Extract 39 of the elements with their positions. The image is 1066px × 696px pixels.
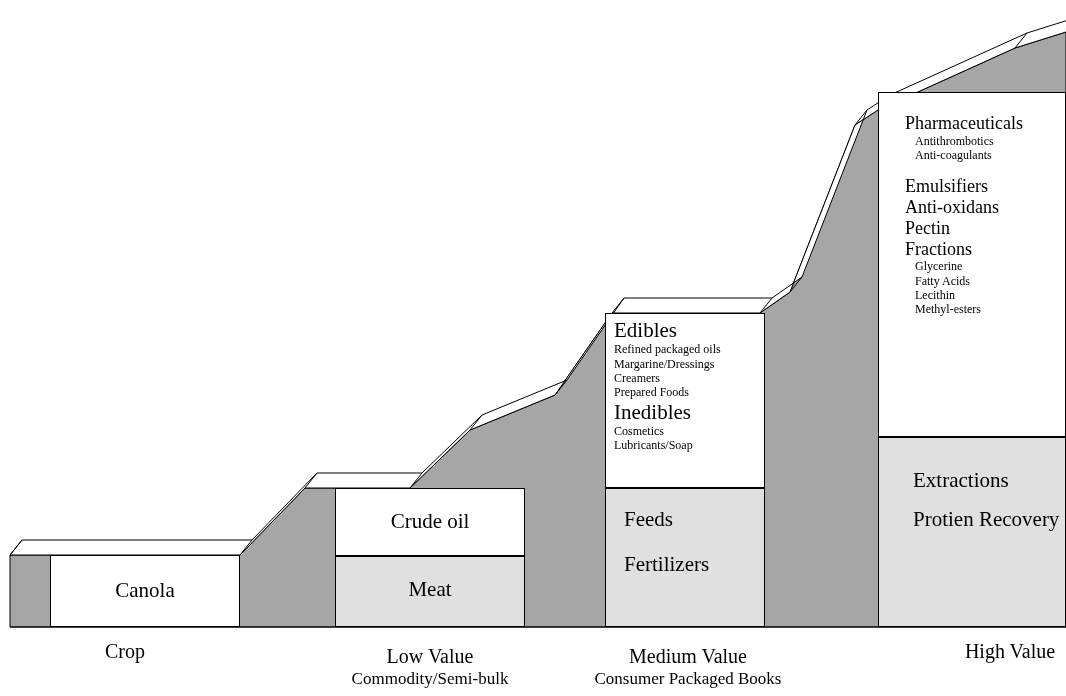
product-item: Lecithin (915, 288, 955, 303)
product-item: Margarine/Dressings (614, 356, 715, 371)
product-label: Extractions (913, 468, 1009, 494)
category-heading: Anti-oxidans (905, 197, 999, 218)
product-label: Protien Recovery (913, 507, 1060, 533)
category-heading: Inedibles (614, 399, 691, 424)
product-label: Fertilizers (624, 552, 710, 578)
stage-label: High Value (964, 640, 1056, 663)
product-item: Lubricants/Soap (614, 438, 693, 453)
product-item: Prepared Foods (614, 385, 689, 400)
stage-label: Commodity/Semi-bulk (351, 669, 509, 689)
product-box (605, 313, 765, 488)
stage-label: Low Value (386, 645, 474, 668)
category-heading: Edibles (614, 318, 677, 343)
product-label: Meat (408, 577, 452, 603)
category-heading: Emulsifiers (905, 176, 988, 198)
stage-label: Consumer Packaged Books (594, 669, 782, 689)
product-item: Glycerine (915, 259, 963, 274)
product-label: Feeds (624, 507, 673, 533)
category-heading: Fractions (905, 238, 972, 260)
product-box (335, 556, 525, 627)
product-label: Crude oil (390, 509, 470, 535)
product-item: Anti-coagulants (915, 148, 992, 163)
product-item: Fatty Acids (915, 273, 970, 288)
product-item: Refined packaged oils (614, 342, 721, 357)
product-box (335, 488, 525, 556)
product-label: Canola (115, 578, 175, 604)
product-box (605, 488, 765, 627)
product-box (878, 437, 1066, 627)
product-item: Antithrombotics (915, 133, 994, 149)
product-box (878, 92, 1066, 437)
stage-label: Medium Value (629, 645, 747, 668)
category-heading: Pectin (905, 217, 950, 239)
product-item: Cosmetics (614, 423, 664, 439)
product-item: Methyl-esters (915, 302, 981, 317)
product-item: Creamers (614, 370, 660, 386)
category-heading: Pharmaceuticals (905, 113, 1023, 134)
stage-label: Crop (105, 640, 145, 663)
product-box (50, 555, 240, 627)
